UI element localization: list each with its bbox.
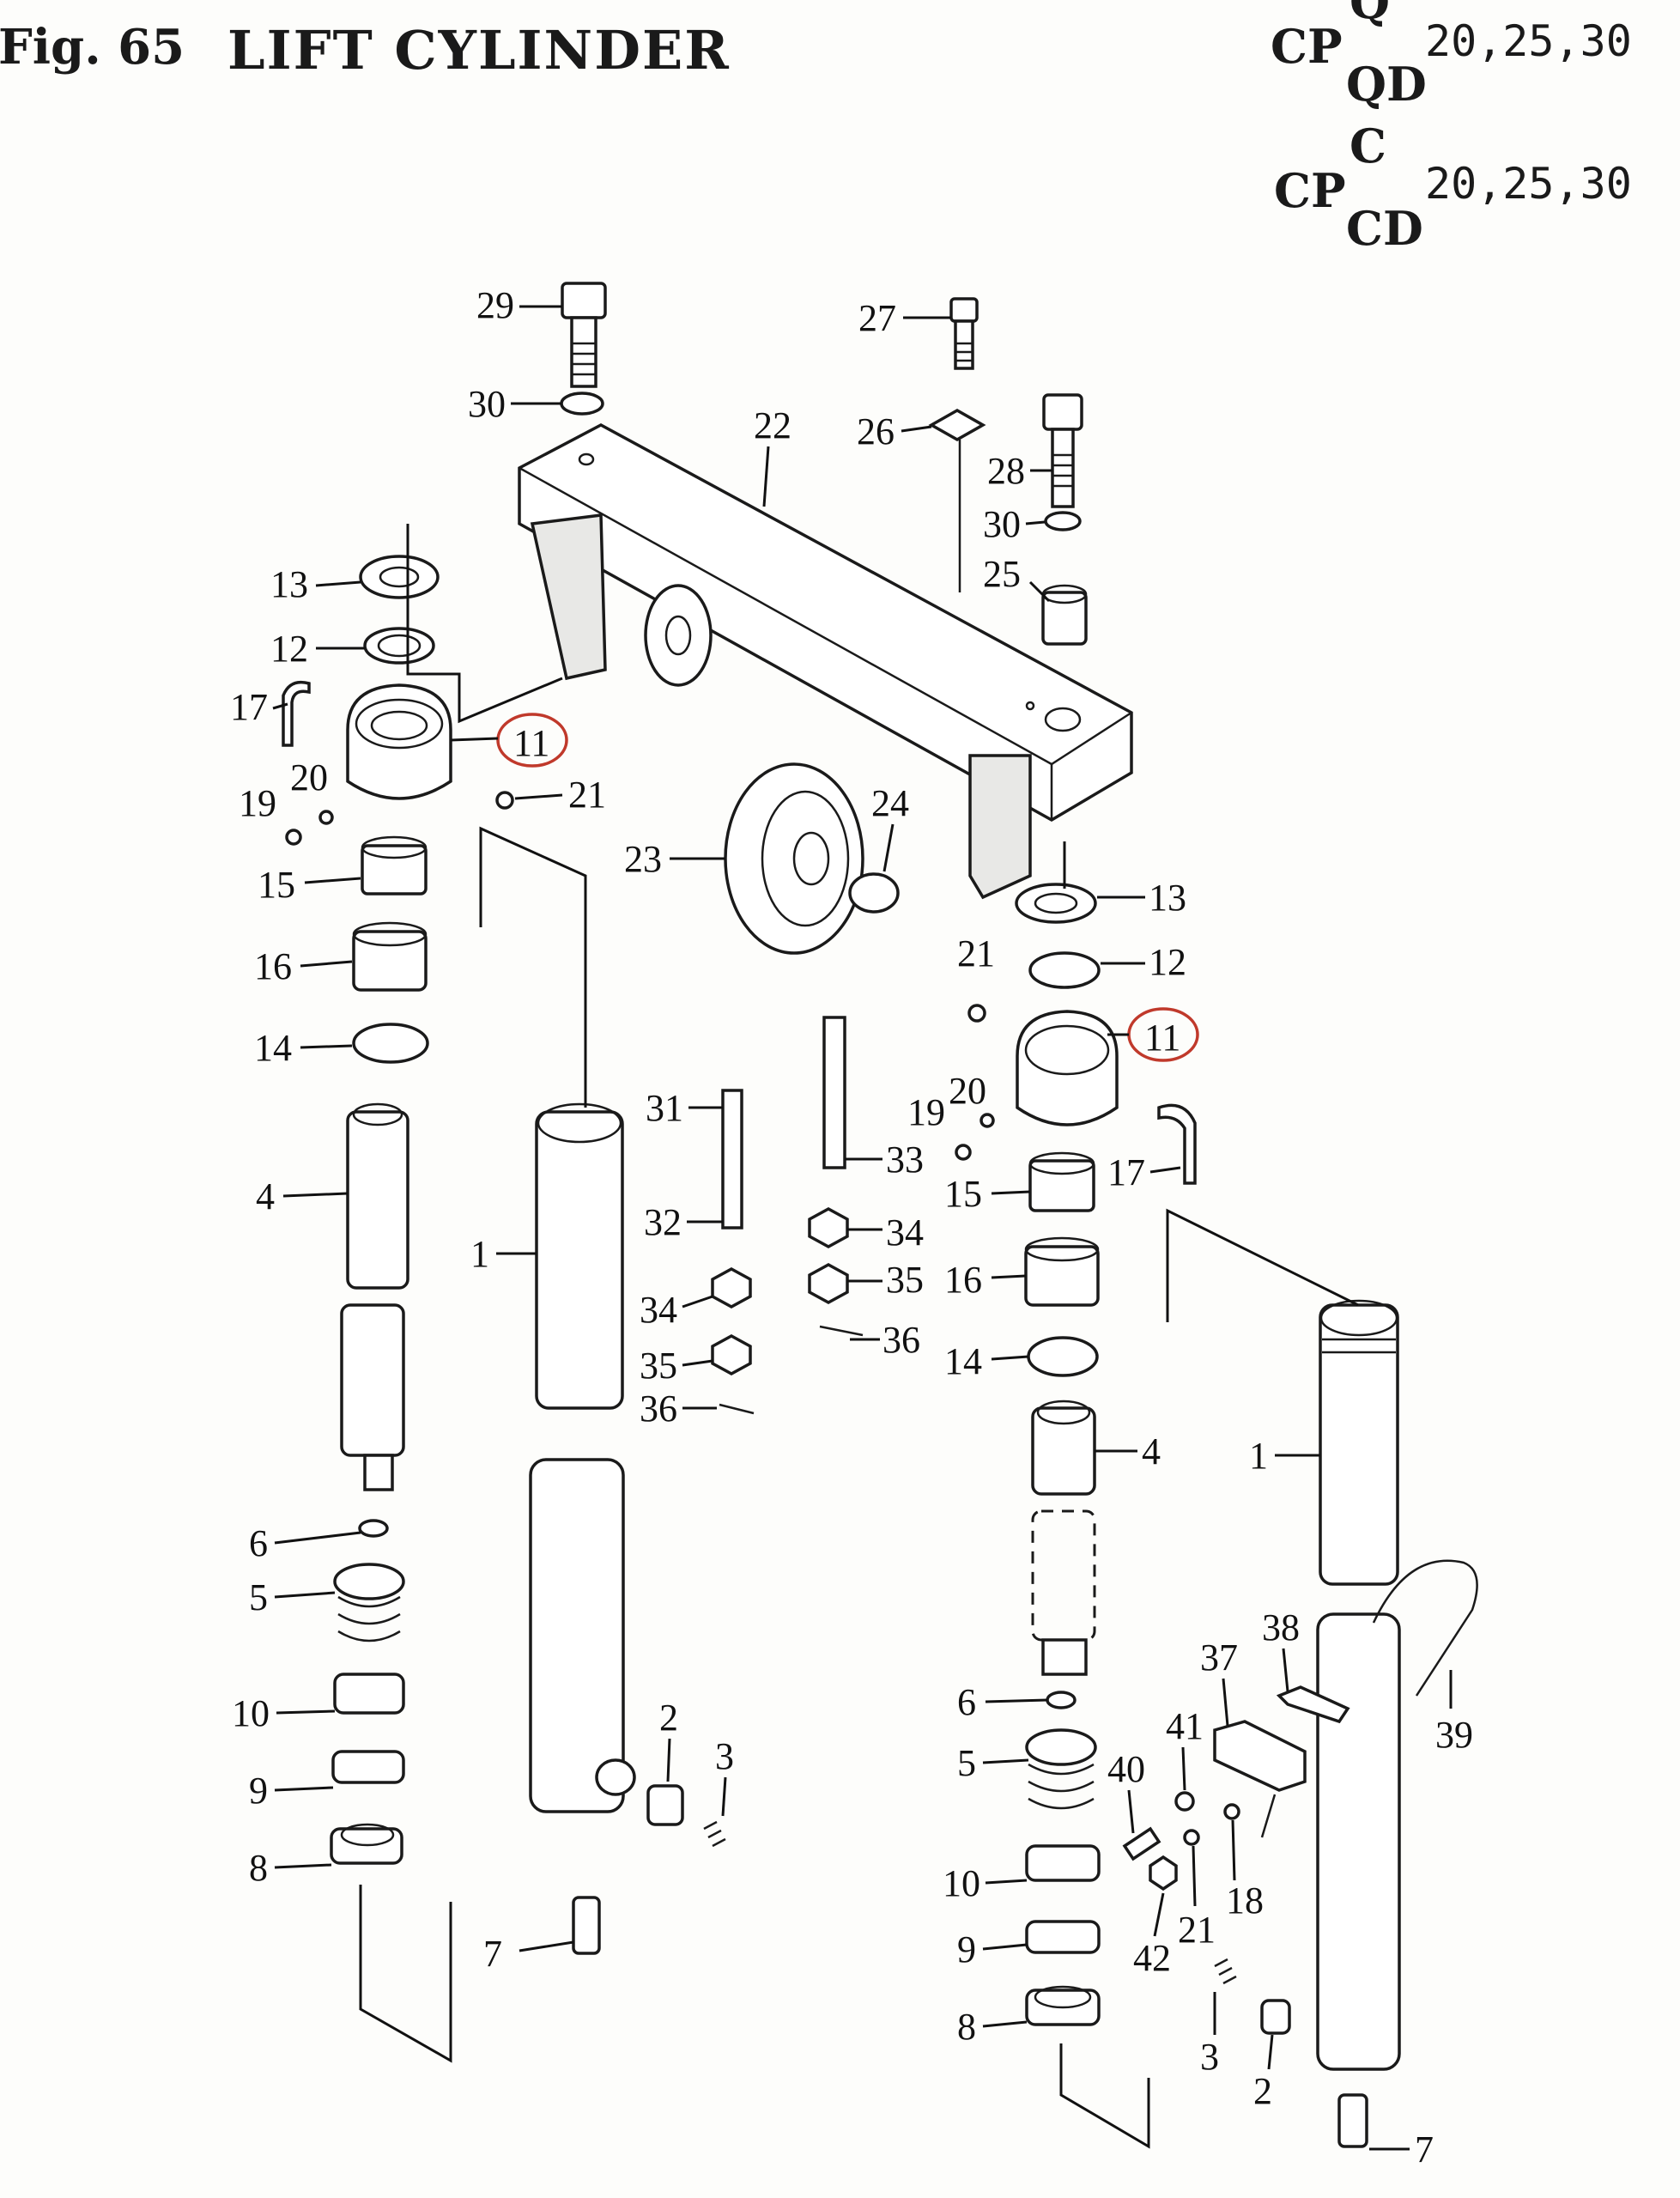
model-prefix: CP [1271,19,1343,74]
model-subscript: CD [1346,201,1423,256]
callout-32: 32 [644,1201,682,1243]
figure-label: Fig. 65 [0,19,185,76]
left-cylinder-head-drawing [282,555,514,1064]
right-cylinder-head-drawing [955,883,1197,1377]
right-piston-rod-drawing [1025,1400,1101,2026]
callout-25: 25 [983,553,1021,595]
callout-5-right: 5 [957,1742,976,1784]
callout-10-right: 10 [943,1862,980,1904]
bolt-27-drawing [928,297,986,592]
model-designation-1: CP [1271,19,1343,74]
callout-20-left: 20 [290,756,328,798]
valve-bracket-drawing [1122,1685,1350,1891]
bolt-29-drawing [560,282,607,416]
callout-21-lower: 21 [1178,1909,1216,1951]
callout-3-right: 3 [1200,2036,1219,2078]
callout-15-right: 15 [944,1173,982,1215]
callout-9-left: 9 [249,1770,268,1812]
callout-22: 22 [754,404,791,446]
callout-33: 33 [886,1138,924,1181]
figure-title: LIFT CYLINDER [227,19,731,82]
callout-14-left: 14 [254,1027,292,1069]
callout-39: 39 [1435,1714,1473,1756]
callout-37: 37 [1200,1636,1238,1679]
callout-30b: 30 [983,503,1021,545]
callout-35-left: 35 [640,1345,677,1387]
callout-10-left: 10 [232,1692,270,1734]
right-cylinder-tube-drawing [1214,1299,1478,2148]
callout-34-right: 34 [886,1211,924,1254]
callout-4-left: 4 [256,1175,275,1217]
callout-11-right: 11 [1144,1017,1180,1059]
callout-1-right: 1 [1249,1435,1268,1477]
callout-20-right: 20 [949,1070,986,1112]
callout-6-left: 6 [249,1522,268,1564]
callout-19-left: 19 [239,782,276,824]
callout-27: 27 [858,297,896,339]
callout-11-left: 11 [513,722,549,764]
callout-31: 31 [646,1087,683,1129]
callout-29: 29 [476,284,514,326]
highlight-ring-11-left [496,713,568,768]
callout-28: 28 [987,450,1025,492]
callout-35-right: 35 [886,1259,924,1301]
callout-17-left: 17 [230,686,268,728]
callout-24: 24 [871,782,909,824]
callout-12-left: 12 [270,628,308,670]
assembly-guide-lines [359,524,1359,2149]
callout-13-left: 13 [270,563,308,605]
model-superscript: Q [1349,0,1391,29]
callout-23: 23 [624,838,662,880]
left-piston-rod-drawing [330,1102,409,1865]
bolt-28-drawing [1041,393,1088,646]
callout-2-left: 2 [659,1697,678,1739]
callout-13-right: 13 [1149,877,1186,919]
callout-42: 42 [1133,1937,1171,1979]
callout-12-right: 12 [1149,941,1186,983]
callout-4-right: 4 [1142,1430,1161,1472]
callout-41: 41 [1166,1705,1204,1747]
model-designation-2: CP [1274,163,1346,218]
model-prefix: CP [1274,163,1346,218]
callout-8-left: 8 [249,1847,268,1889]
model-subscript: QD [1346,57,1427,112]
callout-1-left: 1 [470,1233,489,1275]
left-cylinder-tube-drawing [529,1102,726,1955]
callout-40: 40 [1107,1748,1145,1790]
callout-16-left: 16 [254,945,292,987]
callout-17-right: 17 [1107,1151,1145,1193]
callout-19-right: 19 [907,1091,945,1133]
callout-36-left: 36 [640,1387,677,1430]
callout-9-right: 9 [957,1928,976,1970]
callout-26: 26 [857,410,895,452]
callout-7-left: 7 [483,1933,502,1975]
callout-34-left: 34 [640,1289,677,1331]
callout-5-left: 5 [249,1576,268,1618]
model-numbers: 20,25,30 [1425,159,1632,209]
callout-38: 38 [1262,1606,1300,1648]
callout-3-left: 3 [715,1735,734,1777]
callout-labels: 29 30 22 27 26 28 30 25 13 12 17 11 20 1… [230,284,1473,2171]
model-superscript: C [1349,118,1386,173]
callout-36-right: 36 [882,1319,920,1361]
callout-14-right: 14 [944,1340,982,1382]
callout-16-right: 16 [944,1259,982,1301]
callout-30: 30 [468,383,506,425]
callout-6-right: 6 [957,1681,976,1723]
cross-head-drawing [518,423,1133,900]
callout-15-left: 15 [258,864,295,906]
callout-2-right: 2 [1253,2070,1272,2112]
callout-21-right: 21 [957,932,995,975]
callout-7-right: 7 [1415,2128,1434,2171]
callout-21-left: 21 [568,774,606,816]
model-numbers: 20,25,30 [1425,16,1632,66]
sheave-chain-drawing [711,762,900,1415]
callout-8-right: 8 [957,2006,976,2048]
callout-18: 18 [1226,1879,1264,1922]
